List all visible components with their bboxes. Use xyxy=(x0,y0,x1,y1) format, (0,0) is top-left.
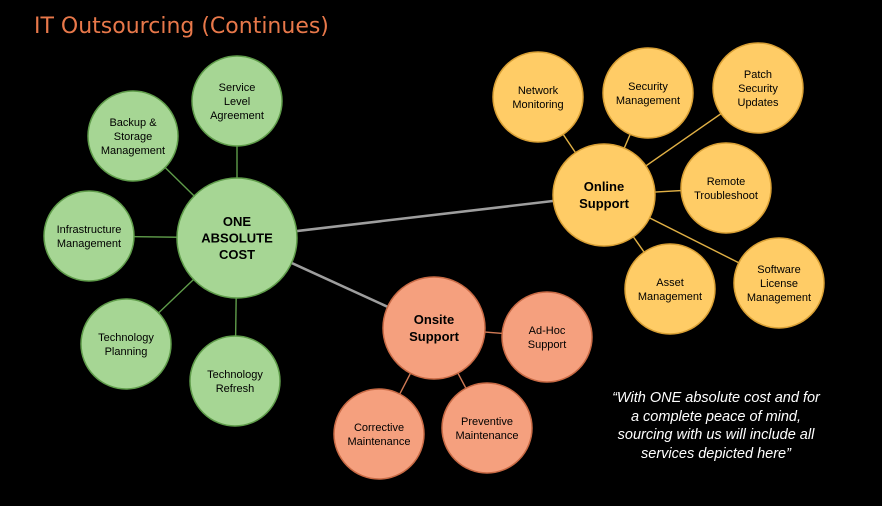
node-label-line: Infrastructure xyxy=(57,224,122,236)
node-circle xyxy=(191,55,283,147)
node-label-line: Support xyxy=(528,339,567,351)
node-label-line: Management xyxy=(101,145,165,157)
node-circle xyxy=(87,90,179,182)
node-circle xyxy=(492,51,584,143)
node-label-line: Management xyxy=(747,292,811,304)
quote-text: “With ONE absolute cost and for a comple… xyxy=(586,389,846,463)
node-label-line: License xyxy=(760,278,798,290)
node-circle xyxy=(602,47,694,139)
node-label-line: Management xyxy=(638,291,702,303)
node-label-line: Planning xyxy=(105,346,148,358)
node-label-line: Online xyxy=(584,179,624,194)
node-circle xyxy=(382,276,486,380)
node-label-line: Support xyxy=(409,329,459,344)
node-label-line: ABSOLUTE xyxy=(201,231,273,246)
node-circle xyxy=(43,190,135,282)
node-label-line: Technology xyxy=(98,332,154,344)
node-layer: ONEABSOLUTECOSTServiceLevelAgreementBack… xyxy=(43,42,825,480)
node-label-line: Level xyxy=(224,96,250,108)
quote-line-2: a complete peace of mind, xyxy=(630,408,802,425)
node-label-line: Security xyxy=(738,83,778,95)
node-label-line: Support xyxy=(579,196,629,211)
node-label-line: Maintenance xyxy=(348,436,411,448)
node-label-line: Maintenance xyxy=(456,430,519,442)
node-label-line: Management xyxy=(57,238,121,250)
node-circle xyxy=(680,142,772,234)
node-circle xyxy=(333,388,425,480)
node-label-line: Technology xyxy=(207,369,263,381)
quote-line-1: “With ONE absolute cost and for xyxy=(612,390,820,406)
node-label-line: Service xyxy=(219,82,256,94)
node-label-line: Preventive xyxy=(461,416,513,428)
node-circle xyxy=(501,291,593,383)
node-label-line: Troubleshoot xyxy=(694,190,758,202)
node-label-line: Asset xyxy=(656,277,684,289)
quote-line-3: sourcing with us will include all xyxy=(617,427,815,443)
node-circle xyxy=(624,243,716,335)
node-label-line: COST xyxy=(219,247,255,262)
node-label-line: Ad-Hoc xyxy=(529,325,566,337)
quote-line-4: services depicted here” xyxy=(641,445,791,462)
node-label-line: Monitoring xyxy=(512,99,563,111)
node-label-line: Software xyxy=(757,264,800,276)
node-label-line: Patch xyxy=(744,69,772,81)
node-label-line: Updates xyxy=(738,97,779,109)
node-circle xyxy=(733,237,825,329)
node-label-line: Corrective xyxy=(354,422,404,434)
node-circle xyxy=(80,298,172,390)
node-label-line: Management xyxy=(616,95,680,107)
node-label-line: Network xyxy=(518,85,559,97)
node-circle xyxy=(712,42,804,134)
node-circle xyxy=(189,335,281,427)
node-label-line: Agreement xyxy=(210,110,264,122)
node-circle xyxy=(176,177,298,299)
node-label-line: Storage xyxy=(114,131,153,143)
page-title: IT Outsourcing (Continues) xyxy=(34,14,329,39)
node-label-line: Backup & xyxy=(109,117,157,129)
node-circle xyxy=(552,143,656,247)
node-circle xyxy=(441,382,533,474)
node-label-line: Security xyxy=(628,81,668,93)
node-label-line: Refresh xyxy=(216,383,255,395)
node-label-line: ONE xyxy=(223,214,252,229)
node-label-line: Remote xyxy=(707,176,746,188)
node-label-line: Onsite xyxy=(414,312,454,327)
connector-one-cost-to-online xyxy=(236,193,605,240)
